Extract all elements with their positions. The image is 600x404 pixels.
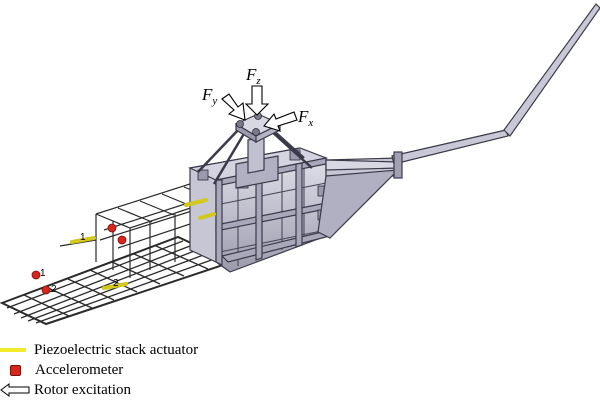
force-label-fx: Fx — [297, 107, 313, 129]
actuator-swatch-icon — [0, 348, 26, 352]
legend-item-accelerometer: Accelerometer — [0, 360, 123, 380]
fy-arrow-icon — [221, 93, 246, 121]
legend-label-actuator: Piezoelectric stack actuator — [34, 341, 199, 358]
accelerometer-d — [117, 235, 127, 245]
actuator-1 — [70, 236, 96, 244]
legend-item-actuator: Piezoelectric stack actuator — [0, 340, 198, 360]
actuator-4 — [198, 212, 216, 220]
actuator-3 — [184, 198, 208, 207]
actuator-2 — [102, 282, 128, 290]
legend-label-excitation: Rotor excitation — [34, 381, 132, 398]
accelerometer-b — [41, 285, 51, 295]
force-label-fy: Fy — [201, 85, 217, 107]
actuator-number-2: 2 — [113, 278, 119, 289]
fx-arrow-icon — [263, 111, 298, 132]
accelerometer-c — [107, 223, 117, 233]
accelerometer-a — [31, 270, 41, 280]
accelerometer-number-1: 1 — [40, 268, 46, 279]
accelerometer-number-2: 2 — [51, 284, 57, 295]
fz-arrow-icon — [244, 85, 270, 116]
actuator-number-1: 1 — [80, 232, 86, 243]
legend: Piezoelectric stack actuator Acceleromet… — [0, 338, 300, 404]
accelerometers — [31, 223, 127, 295]
legend-item-excitation: Rotor excitation — [0, 380, 131, 400]
force-label-fz: Fz — [245, 65, 261, 87]
accelerometer-swatch-icon — [10, 364, 21, 376]
legend-label-accelerometer: Accelerometer — [35, 361, 124, 378]
actuators — [70, 198, 216, 290]
force-arrows — [221, 85, 298, 132]
tail-boom — [317, 3, 600, 239]
hollow-arrow-icon — [0, 383, 30, 397]
